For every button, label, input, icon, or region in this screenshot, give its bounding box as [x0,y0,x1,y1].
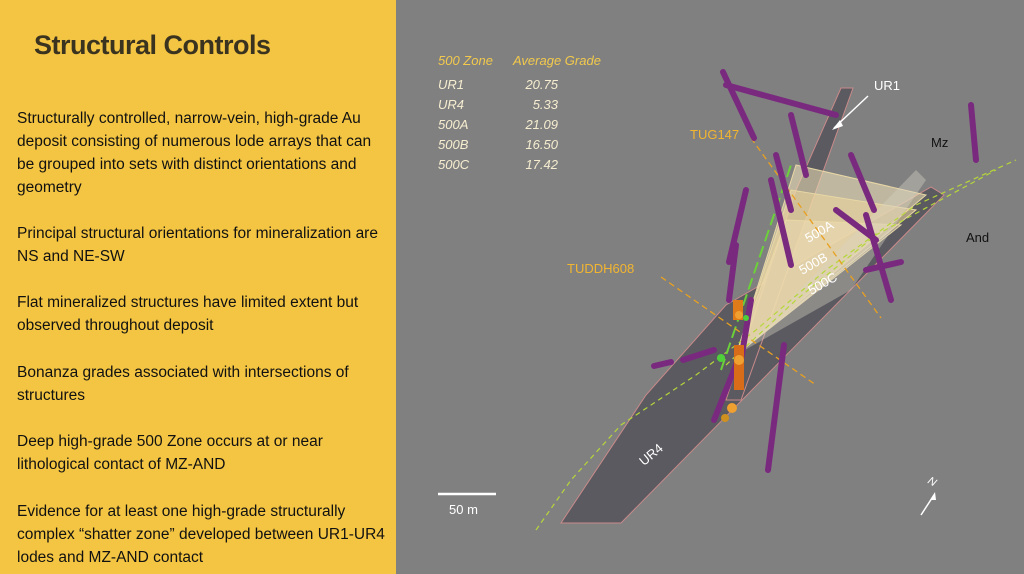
bullet-6: Evidence for at least one high-grade str… [17,503,385,566]
text-panel: Structural Controls Structurally control… [0,0,396,574]
diagram-panel: 500 Zone Average Grade UR1 20.75 UR4 5.3… [396,0,1024,574]
bullet-2: Principal structural orientations for mi… [17,225,378,265]
bullet-4: Bonanza grades associated with intersect… [17,364,349,404]
table-row-zone: 500A [438,117,469,132]
500c-plane [734,219,903,357]
label-ur1: UR1 [874,78,901,93]
bullet-5: Deep high-grade 500 Zone occurs at or ne… [17,433,323,473]
table-row-grade: 5.33 [532,97,558,112]
tug147-trace [750,137,882,319]
contact-line-2 [725,169,997,366]
table-row-grade: 20.75 [525,77,558,92]
north-arrowhead [930,492,936,500]
tuddh608-trace [660,276,817,386]
bullet-3: Flat mineralized structures have limited… [17,294,359,334]
label-tug147: TUG147 [690,127,740,142]
label-tuddh608: TUDDH608 [567,261,635,276]
table-row-zone: 500B [438,137,469,152]
bullet-1: Structurally controlled, narrow-vein, hi… [17,110,372,196]
table-row-zone: 500C [438,157,470,172]
drillholes [651,69,979,473]
table-row-grade: 17.42 [525,157,558,172]
table-header-grade: Average Grade [513,53,601,68]
table-row-zone: UR4 [438,97,465,112]
ur1-arrowhead [832,120,843,130]
table-row-grade: 21.09 [525,117,558,132]
table-row-zone: UR1 [438,77,465,92]
table-header-zone: 500 Zone [438,53,493,68]
table-row-grade: 16.50 [525,137,558,152]
label-and: And [966,230,990,245]
intercepts [717,300,749,422]
label-mz: Mz [931,135,949,150]
scale-label: 50 m [449,502,478,517]
shadow-wedge [736,170,926,355]
contact-line-3 [720,164,792,371]
page-title: Structural Controls [34,30,271,60]
structural-diagram [438,69,1017,531]
